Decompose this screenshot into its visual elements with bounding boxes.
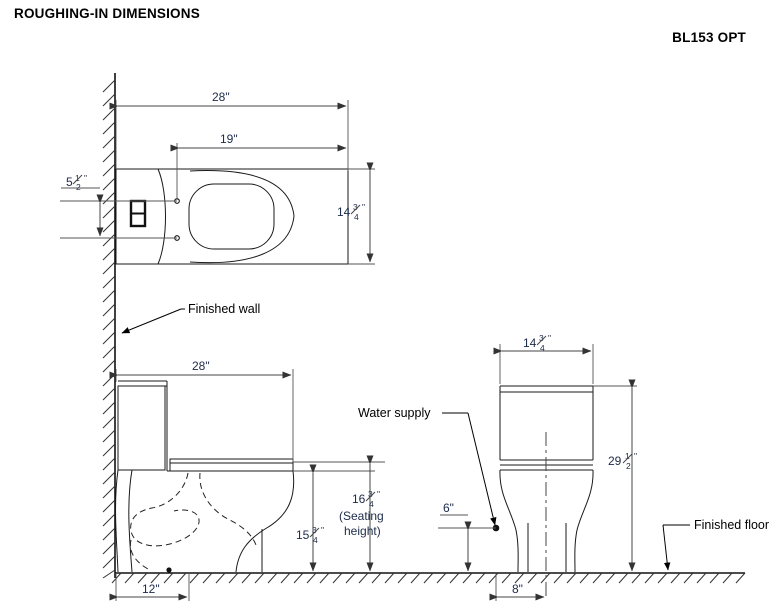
- dim-label-side-seat-whole: 16: [352, 492, 366, 506]
- dimension-plan-width-14-3-4: 14 3 4 ": [337, 162, 375, 265]
- dim-label-plan-wall-bolt-num: 1: [75, 173, 80, 183]
- dim-label-side-rim-whole: 15: [296, 528, 310, 542]
- dim-label-side-rough-in: 12": [142, 582, 160, 596]
- dim-label-plan-depth: 28": [212, 90, 230, 104]
- label-finished-wall: Finished wall: [188, 302, 260, 316]
- front-elevation-view: [492, 385, 594, 600]
- dim-label-front-supply-height: 6": [443, 501, 454, 515]
- dim-label-plan-width-num: 3: [353, 202, 358, 212]
- side-elevation-view: [115, 380, 295, 573]
- dimension-side-rough-in-12: 12": [109, 573, 190, 601]
- label-seating-height-1: (Seating: [339, 509, 384, 523]
- dim-label-front-supply-offset: 8": [512, 582, 523, 596]
- dim-label-front-height-num: 1: [625, 451, 630, 461]
- dim-label-side-rim-unit: ": [321, 525, 324, 535]
- dim-label-front-height-unit: ": [634, 451, 637, 461]
- dimension-front-width: 14 3 4 ": [493, 333, 594, 384]
- dim-label-side-seat-num: 3: [368, 489, 373, 499]
- dim-label-plan-width-den: 4: [354, 212, 359, 222]
- model-number-label: BL153 OPT: [672, 30, 746, 45]
- page-title: ROUGHING-IN DIMENSIONS: [14, 6, 200, 21]
- dim-label-side-seat-unit: ": [377, 489, 380, 499]
- dimension-side-rim-height: 15 3 4 ": [293, 464, 375, 572]
- finished-floor: [111, 572, 746, 584]
- dim-label-plan-width-whole: 14: [337, 205, 351, 219]
- dimension-plan-depth-28: 28": [109, 90, 349, 171]
- dim-label-side-rim-num: 3: [312, 525, 317, 535]
- label-water-supply: Water supply: [358, 406, 431, 420]
- dim-label-plan-bolt-front: 19": [220, 132, 238, 146]
- dim-label-plan-wall-bolt-den: 2: [76, 182, 81, 192]
- dim-label-front-width-num: 3: [539, 333, 544, 343]
- dim-label-front-width-unit: ": [548, 333, 551, 343]
- dimension-front-supply-offset-8: 8": [489, 573, 545, 601]
- dim-label-front-height-whole: 29: [608, 454, 622, 468]
- dim-label-side-depth: 28": [192, 359, 210, 373]
- dimension-plan-wall-to-bolt: 5 1 2 ": [60, 173, 177, 239]
- dimension-plan-bolt-to-front-19: 19": [170, 132, 347, 200]
- finished-floor-callout: Finished floor: [662, 518, 769, 571]
- dim-label-side-seat-den: 4: [369, 499, 374, 509]
- dual-flush-button-icon: [129, 199, 147, 228]
- finished-wall-plan-and-elevation: [102, 73, 116, 579]
- label-finished-floor: Finished floor: [694, 518, 769, 532]
- dim-label-plan-wall-bolt-whole: 5: [66, 175, 73, 189]
- finished-wall-callout: Finished wall: [121, 302, 260, 334]
- dim-label-front-width-whole: 14: [523, 336, 537, 350]
- dim-label-front-height-den: 2: [626, 461, 631, 471]
- plan-view: [115, 168, 349, 265]
- dim-label-plan-width-unit: ": [362, 202, 365, 212]
- dimension-front-total-height: 29 1 2 ": [593, 379, 637, 572]
- dimension-side-depth-28: 28": [109, 359, 294, 462]
- water-supply-callout: Water supply: [358, 406, 497, 526]
- label-seating-height-2: height): [344, 524, 381, 538]
- dimension-front-supply-height-6: 6": [438, 501, 496, 572]
- dimension-side-seat-height: 16 3 4 " (Seating height): [293, 455, 385, 572]
- dim-label-side-rim-den: 4: [313, 535, 318, 545]
- dim-label-front-width-den: 4: [540, 343, 545, 353]
- dim-label-plan-wall-bolt-unit: ": [84, 173, 87, 183]
